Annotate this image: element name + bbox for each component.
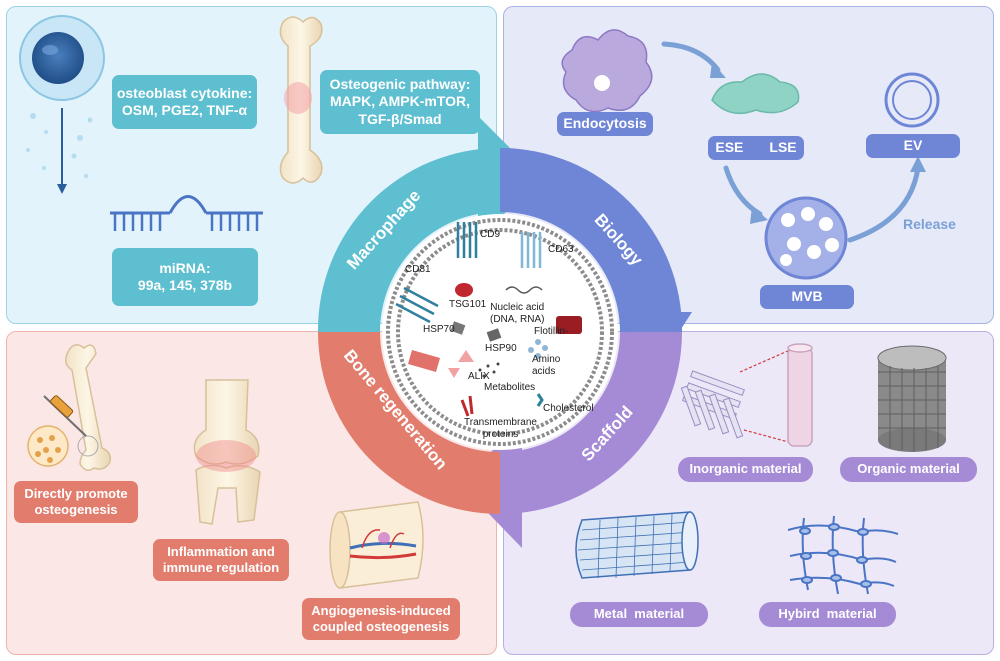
alix-label: ALIX bbox=[468, 371, 490, 382]
macrophage-cell-icon bbox=[19, 15, 105, 194]
mirna-tag: miRNA: 99a, 145, 378b bbox=[112, 248, 258, 306]
cargo-icons bbox=[408, 283, 582, 417]
tetraspanin-icons bbox=[395, 222, 542, 324]
organic-material-tag: Organic material bbox=[840, 457, 977, 482]
inorganic-cylinder-icon bbox=[787, 343, 813, 447]
hybrid-material-tag: Hybird material bbox=[759, 602, 896, 627]
endocytosis-tag: Endocytosis bbox=[557, 112, 653, 136]
ese-lse-tag: ESE LSE bbox=[708, 136, 804, 160]
metabolites-label: Metabolites bbox=[484, 382, 536, 393]
ese-icon bbox=[711, 73, 800, 115]
cholesterol-label: Cholesterol bbox=[543, 403, 594, 414]
release-label: Release bbox=[903, 216, 956, 232]
endocytosis-cell-icon bbox=[561, 29, 653, 113]
syringe-icon bbox=[27, 395, 87, 467]
ev-tag: EV bbox=[866, 134, 960, 158]
nucleic-acid-label: Nucleic acid (DNA, RNA) bbox=[490, 302, 545, 325]
ev-membrane bbox=[382, 214, 618, 450]
cytokine-label: osteoblast cytokine: bbox=[116, 84, 253, 101]
mvb-tag: MVB bbox=[760, 285, 854, 309]
mvb-icon bbox=[764, 196, 848, 280]
lse-label: LSE bbox=[769, 139, 797, 156]
pathway-values-2: TGF-β/Smad bbox=[358, 110, 442, 127]
ev-vesicle-icon bbox=[884, 72, 940, 128]
tsg101-label: TSG101 bbox=[449, 299, 487, 310]
hsp90-label: HSP90 bbox=[485, 343, 517, 354]
hybrid-mesh-icon bbox=[787, 515, 899, 595]
metal-nanotube-icon bbox=[575, 511, 699, 579]
cytokine-values: OSM, PGE2, TNF-α bbox=[121, 102, 248, 118]
directly-promote-tag: Directly promote osteogenesis bbox=[14, 481, 138, 523]
cd9-label: CD9 bbox=[480, 229, 501, 240]
amino-acids-label: Amino acids bbox=[532, 354, 561, 377]
osteoblast-cytokine-tag: osteoblast cytokine: OSM, PGE2, TNF-α bbox=[112, 75, 257, 129]
inflammation-tag: Inflammation and immune regulation bbox=[153, 539, 289, 581]
inorganic-lattice-icon bbox=[680, 370, 745, 439]
mirna-label: miRNA: bbox=[159, 259, 211, 276]
cycle-ring bbox=[317, 116, 692, 548]
mirna-values: 99a, 145, 378b bbox=[137, 277, 233, 293]
femur-icon bbox=[65, 344, 112, 471]
inorganic-material-tag: Inorganic material bbox=[678, 457, 813, 482]
cd63-label: CD63 bbox=[548, 244, 574, 255]
vessel-bone-icon bbox=[329, 501, 424, 589]
ese-label: ESE bbox=[715, 139, 744, 156]
pathway-label: Osteogenic pathway: bbox=[329, 75, 471, 92]
transmembrane-label: Transmembrane proteins bbox=[464, 417, 537, 440]
pathway-values-1: MAPK, AMPK-mTOR, bbox=[330, 93, 470, 110]
hsp70-label: HSP70 bbox=[423, 324, 455, 335]
osteogenic-pathway-tag: Osteogenic pathway: MAPK, AMPK-mTOR, TGF… bbox=[320, 70, 480, 134]
angiogenesis-tag: Angiogenesis-induced coupled osteogenesi… bbox=[302, 598, 460, 640]
flotillin-label: Flotillin- bbox=[534, 326, 569, 337]
mirna-icon bbox=[110, 195, 263, 231]
bone-icon bbox=[279, 16, 323, 184]
cd81-label: CD81 bbox=[405, 264, 431, 275]
metal-material-tag: Metal material bbox=[570, 602, 708, 627]
organic-scaffold-icon bbox=[877, 345, 947, 452]
knee-joint-icon bbox=[193, 379, 261, 525]
